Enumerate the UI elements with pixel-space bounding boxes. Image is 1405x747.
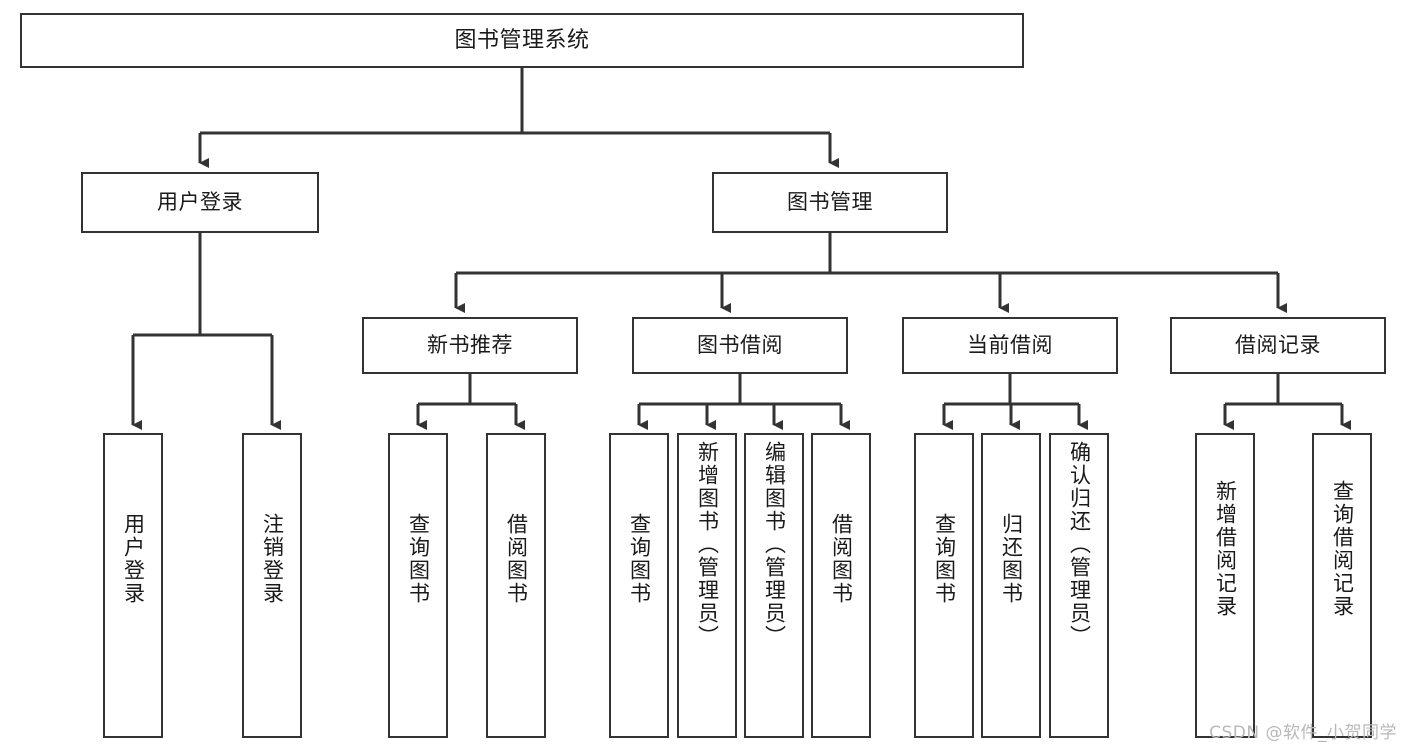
node-label: 用户登录 (157, 190, 243, 215)
leaf-confirm-return[interactable]: 确认归还（管理员） (1049, 433, 1109, 738)
leaf-add-book[interactable]: 新增图书（管理员） (677, 433, 737, 738)
leaf-borrow-book-2[interactable]: 借阅图书 (811, 433, 871, 738)
node-label: 当前借阅 (967, 333, 1053, 358)
node-label: 查询借阅记录 (1330, 480, 1355, 618)
watermark-text: CSDN @软件_小贺同学 (1209, 723, 1397, 743)
leaf-edit-book[interactable]: 编辑图书（管理员） (744, 433, 804, 738)
node-root-system[interactable]: 图书管理系统 (20, 13, 1024, 68)
leaf-user-login[interactable]: 用户登录 (103, 433, 163, 738)
leaf-query-book-1[interactable]: 查询图书 (388, 433, 448, 738)
node-label: 新增图书（管理员） (695, 441, 720, 648)
leaf-logout-login[interactable]: 注销登录 (242, 433, 302, 738)
node-current-borrow[interactable]: 当前借阅 (902, 317, 1118, 374)
node-label: 新书推荐 (427, 333, 513, 358)
node-label: 新增借阅记录 (1213, 480, 1238, 618)
node-label: 查询图书 (932, 513, 957, 605)
leaf-add-record[interactable]: 新增借阅记录 (1195, 433, 1255, 738)
leaf-return-book[interactable]: 归还图书 (981, 433, 1041, 738)
node-label: 确认归还（管理员） (1067, 441, 1092, 648)
node-label: 归还图书 (999, 513, 1024, 605)
node-label: 用户登录 (121, 513, 146, 605)
node-user-login[interactable]: 用户登录 (81, 172, 319, 233)
leaf-borrow-book-1[interactable]: 借阅图书 (486, 433, 546, 738)
node-label: 图书管理系统 (454, 27, 590, 53)
node-label: 查询图书 (627, 513, 652, 605)
node-new-book-recommend[interactable]: 新书推荐 (362, 317, 578, 374)
node-label: 图书管理 (787, 190, 873, 215)
leaf-query-record[interactable]: 查询借阅记录 (1312, 433, 1372, 738)
node-label: 借阅图书 (829, 513, 854, 605)
leaf-query-book-2[interactable]: 查询图书 (609, 433, 669, 738)
node-borrow-record[interactable]: 借阅记录 (1170, 317, 1386, 374)
node-book-manage[interactable]: 图书管理 (712, 172, 948, 233)
node-label: 借阅记录 (1235, 333, 1321, 358)
leaf-query-book-3[interactable]: 查询图书 (914, 433, 974, 738)
node-label: 图书借阅 (697, 333, 783, 358)
node-label: 编辑图书（管理员） (762, 441, 787, 648)
node-label: 注销登录 (260, 513, 285, 605)
node-label: 查询图书 (406, 513, 431, 605)
node-book-borrow[interactable]: 图书借阅 (632, 317, 848, 374)
node-label: 借阅图书 (504, 513, 529, 605)
